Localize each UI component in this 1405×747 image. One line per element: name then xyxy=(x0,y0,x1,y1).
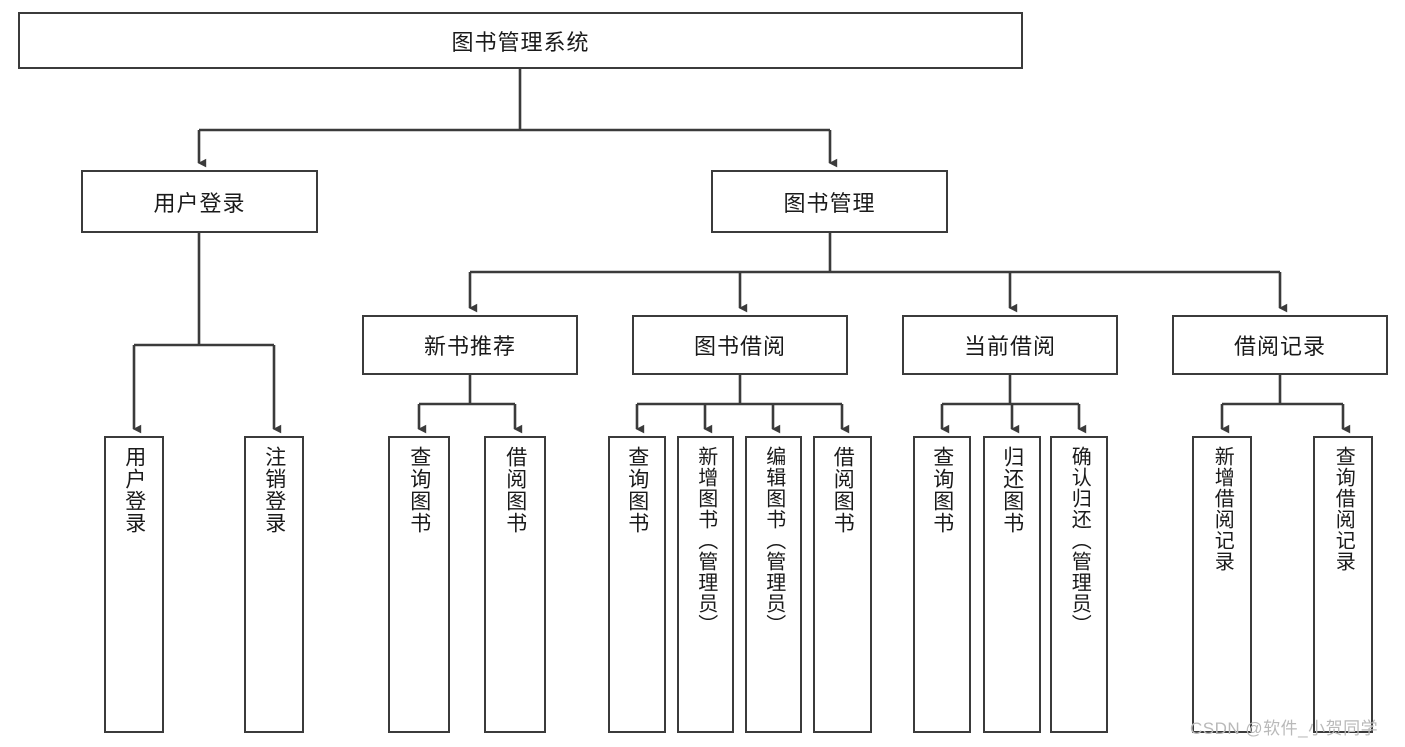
leaf-query-book-recommend[interactable]: 查询图书 xyxy=(388,436,450,733)
node-new-book-recommend[interactable]: 新书推荐 xyxy=(362,315,578,375)
leaf-add-book-admin[interactable]: 新增图书（管理员） xyxy=(677,436,734,733)
leaf-query-borrow-record-label: 查询借阅记录 xyxy=(1332,446,1355,572)
leaf-add-borrow-record-label: 新增借阅记录 xyxy=(1211,446,1234,572)
leaf-user-login[interactable]: 用户登录 xyxy=(104,436,164,733)
node-user-login-label: 用户登录 xyxy=(153,190,246,216)
leaf-edit-book-admin-label: 编辑图书（管理员） xyxy=(762,446,785,635)
leaf-borrow-book-label: 借阅图书 xyxy=(831,446,855,534)
node-new-book-recommend-label: 新书推荐 xyxy=(423,334,516,359)
node-current-borrow-label: 当前借阅 xyxy=(963,334,1056,359)
leaf-confirm-return-admin[interactable]: 确认归还（管理员） xyxy=(1050,436,1108,733)
csdn-watermark: CSDN @软件_小贺同学 xyxy=(1190,719,1379,738)
node-user-login[interactable]: 用户登录 xyxy=(81,170,318,233)
node-book-borrow-label: 图书借阅 xyxy=(693,334,786,359)
node-borrow-record[interactable]: 借阅记录 xyxy=(1172,315,1388,375)
node-book-borrow[interactable]: 图书借阅 xyxy=(632,315,848,375)
leaf-return-book[interactable]: 归还图书 xyxy=(983,436,1041,733)
leaf-borrow-book-recommend-label: 借阅图书 xyxy=(503,446,527,534)
node-borrow-record-label: 借阅记录 xyxy=(1233,334,1326,359)
node-current-borrow[interactable]: 当前借阅 xyxy=(902,315,1118,375)
leaf-confirm-return-admin-label: 确认归还（管理员） xyxy=(1068,446,1091,635)
leaf-query-borrow-record[interactable]: 查询借阅记录 xyxy=(1313,436,1373,733)
leaf-logout-label: 注销登录 xyxy=(262,446,286,534)
leaf-query-book-current-label: 查询图书 xyxy=(930,446,954,534)
leaf-user-login-label: 用户登录 xyxy=(122,446,146,534)
leaf-query-book-borrow-label: 查询图书 xyxy=(625,446,649,534)
leaf-borrow-book-recommend[interactable]: 借阅图书 xyxy=(484,436,546,733)
leaf-query-book-borrow[interactable]: 查询图书 xyxy=(608,436,666,733)
node-root-label: 图书管理系统 xyxy=(451,29,590,55)
leaf-edit-book-admin[interactable]: 编辑图书（管理员） xyxy=(745,436,802,733)
leaf-query-book-current[interactable]: 查询图书 xyxy=(913,436,971,733)
leaf-logout[interactable]: 注销登录 xyxy=(244,436,304,733)
leaf-add-book-admin-label: 新增图书（管理员） xyxy=(694,446,717,635)
leaf-return-book-label: 归还图书 xyxy=(1000,446,1024,534)
node-book-management-label: 图书管理 xyxy=(783,190,876,216)
node-root[interactable]: 图书管理系统 xyxy=(18,12,1023,69)
leaf-add-borrow-record[interactable]: 新增借阅记录 xyxy=(1192,436,1252,733)
node-book-management[interactable]: 图书管理 xyxy=(711,170,948,233)
leaf-borrow-book[interactable]: 借阅图书 xyxy=(813,436,872,733)
leaf-query-book-recommend-label: 查询图书 xyxy=(407,446,431,534)
